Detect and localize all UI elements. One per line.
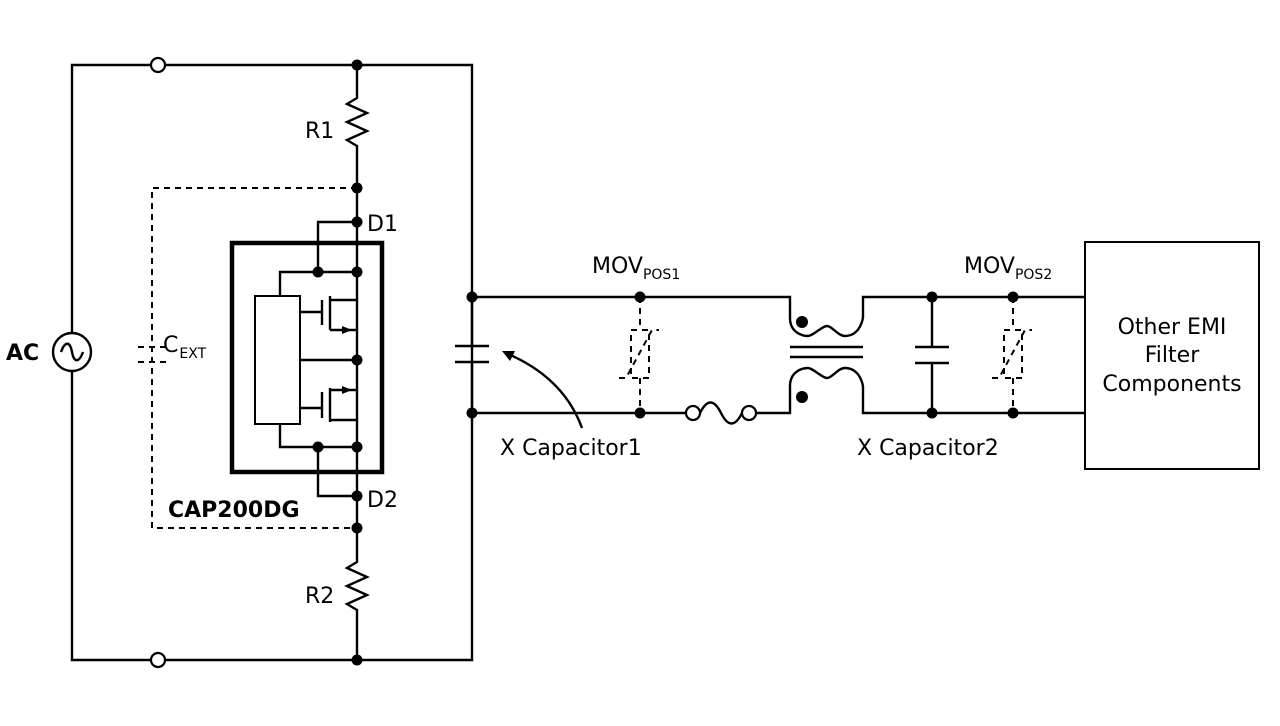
d1-label: D1 bbox=[367, 212, 398, 237]
cap200dg-boundary bbox=[151, 187, 357, 529]
junction-dots-left bbox=[312, 59, 363, 666]
terminal-bottom bbox=[149, 651, 167, 669]
ic-package bbox=[229, 240, 385, 475]
cext-capacitor bbox=[138, 346, 168, 363]
emi-line-3: Components bbox=[1102, 372, 1241, 397]
mov-pos1 bbox=[619, 297, 659, 413]
xcap1-label: X Capacitor1 bbox=[500, 436, 642, 461]
resistor-r1 bbox=[344, 65, 370, 188]
mov-pos1-label: MOVPOS1 bbox=[592, 254, 680, 283]
xcap1-pointer-arrow bbox=[507, 352, 584, 429]
x-capacitor-2 bbox=[915, 297, 949, 413]
emi-filter-box bbox=[1084, 241, 1260, 470]
fuse bbox=[684, 401, 758, 425]
xcap2-label: X Capacitor2 bbox=[857, 436, 999, 461]
r2-label: R2 bbox=[305, 584, 334, 609]
x-capacitor-1 bbox=[455, 297, 489, 413]
mov-pos2-label: MOVPOS2 bbox=[964, 254, 1052, 283]
r1-label: R1 bbox=[305, 119, 334, 144]
common-mode-choke bbox=[788, 316, 865, 403]
d2-label: D2 bbox=[367, 488, 398, 513]
mov-pos2 bbox=[992, 297, 1032, 413]
terminal-top bbox=[149, 56, 167, 74]
cext-label: CEXT bbox=[163, 333, 207, 362]
emi-line-1: Other EMI bbox=[1118, 315, 1227, 340]
emi-line-2: Filter bbox=[1145, 343, 1200, 368]
resistor-r2 bbox=[344, 528, 370, 660]
ac-label: AC bbox=[6, 341, 39, 366]
ic-name-label: CAP200DG bbox=[168, 498, 300, 523]
ac-supply-loop bbox=[70, 63, 474, 662]
ac-source-symbol bbox=[51, 331, 93, 373]
